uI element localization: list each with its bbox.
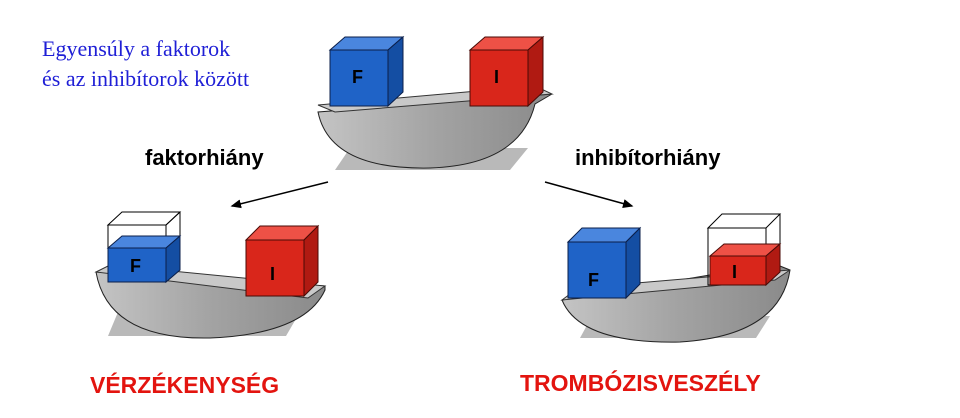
bleeding-result-label: VÉRZÉKENYSÉG <box>90 372 280 398</box>
right-factor-letter: F <box>588 270 599 290</box>
left-factor-letter: F <box>130 256 141 276</box>
top-inhibitor-block: I <box>468 35 545 108</box>
top-inhibitor-letter: I <box>494 67 499 87</box>
top-factor-block: F <box>328 35 405 108</box>
factor-deficiency-scale: F I <box>94 211 327 339</box>
title: Egyensúly a faktorok és az inhibítorok k… <box>42 34 249 94</box>
right-inhibitor-block: I <box>708 242 782 287</box>
title-line-1: Egyensúly a faktorok <box>42 36 231 61</box>
factor-deficiency-label: faktorhiány <box>145 145 264 170</box>
left-inhibitor-block: I <box>244 224 320 298</box>
title-line-2: és az inhibítorok között <box>42 66 250 91</box>
inhibitor-deficiency-scale: F I <box>560 213 791 343</box>
left-arrow <box>230 181 329 209</box>
left-inhibitor-letter: I <box>270 264 275 284</box>
left-factor-block: F <box>106 234 182 284</box>
right-arrow <box>544 181 634 208</box>
right-factor-block: F <box>566 226 642 300</box>
top-bowl <box>317 93 553 169</box>
top-factor-letter: F <box>352 67 363 87</box>
thrombosis-result-label: TROMBÓZISVESZÉLY <box>520 370 761 396</box>
balanced-scale: F I <box>317 35 554 170</box>
right-inhibitor-letter: I <box>732 262 737 282</box>
inhibitor-deficiency-label: inhibítorhiány <box>575 145 721 170</box>
